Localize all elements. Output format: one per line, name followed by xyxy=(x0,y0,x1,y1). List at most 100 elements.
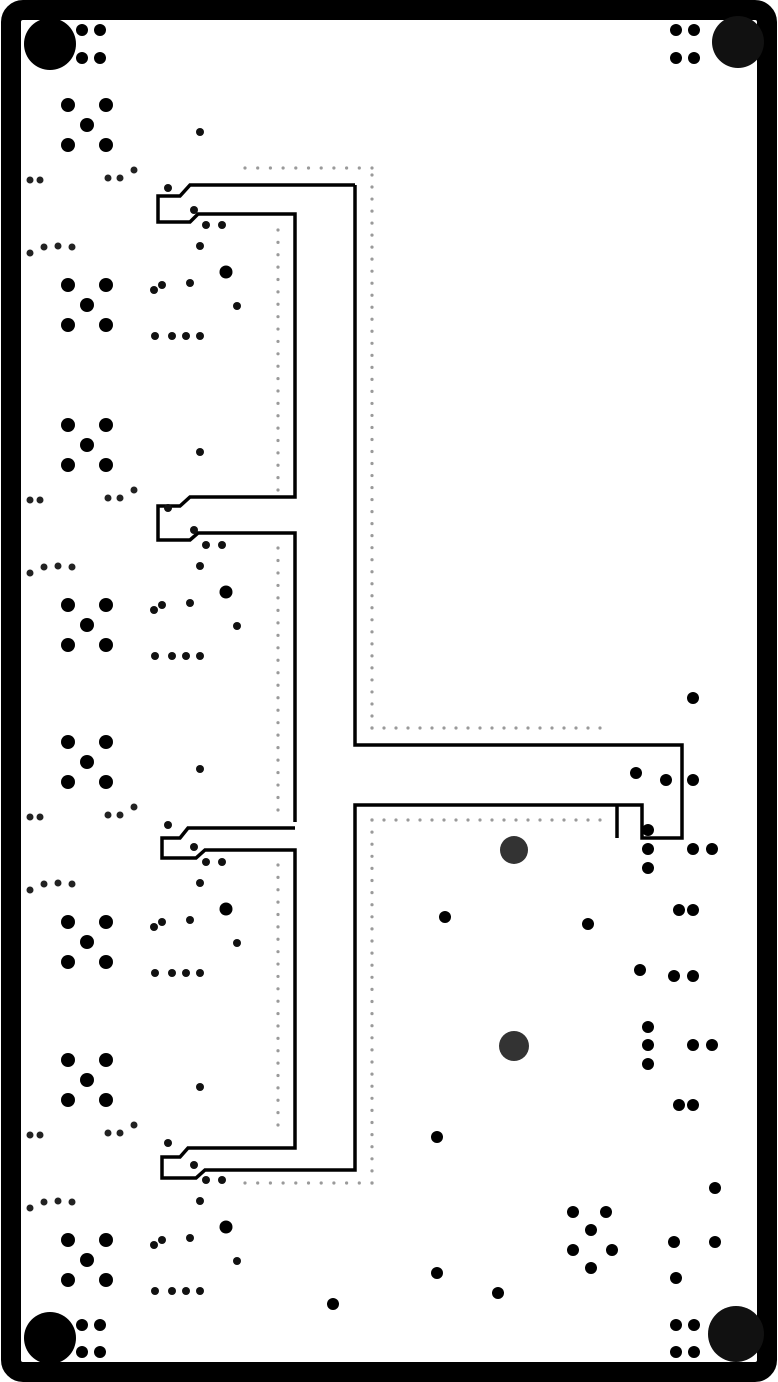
stitch-via xyxy=(418,726,422,730)
signal-via xyxy=(54,1197,62,1205)
corner-via xyxy=(94,1346,106,1358)
stitch-via xyxy=(370,714,374,718)
ground-via xyxy=(61,598,75,612)
stitch-via xyxy=(370,1024,374,1028)
stitch-via xyxy=(306,1181,311,1185)
ground-via xyxy=(61,915,75,929)
stitch-via xyxy=(319,1181,323,1185)
ground-via xyxy=(99,138,113,152)
stitch-via xyxy=(276,240,280,244)
stitch-via xyxy=(276,888,280,892)
ground-via xyxy=(99,418,113,432)
stitch-via xyxy=(574,818,578,822)
stitch-via xyxy=(370,702,374,706)
stitch-via xyxy=(370,185,374,189)
component-pad-large xyxy=(219,902,233,916)
component-pad xyxy=(642,1058,654,1070)
corner-via xyxy=(670,52,682,64)
stitch-via xyxy=(370,257,374,261)
stitch-via xyxy=(370,558,374,562)
component-pad xyxy=(151,652,159,660)
stitch-via xyxy=(276,438,280,443)
stitch-via xyxy=(256,1181,260,1185)
stitch-via xyxy=(276,1036,280,1040)
component-pad-large xyxy=(219,585,233,599)
stitch-via xyxy=(276,1111,280,1115)
corner-via xyxy=(94,52,106,64)
component-pad xyxy=(673,1099,685,1111)
stitch-via xyxy=(370,878,374,883)
stitch-via xyxy=(276,770,280,775)
stitch-via xyxy=(370,293,374,297)
stitch-via xyxy=(370,818,374,822)
stitch-via xyxy=(370,473,374,478)
ground-via xyxy=(61,955,75,969)
stitch-via xyxy=(276,228,280,232)
corner-via xyxy=(94,24,106,36)
stitch-via xyxy=(276,696,280,700)
stitch-via xyxy=(276,277,280,282)
ground-via xyxy=(80,618,94,632)
stitch-via xyxy=(370,1108,374,1112)
component-pad xyxy=(202,1176,210,1184)
component-pad xyxy=(186,599,194,607)
stitch-via xyxy=(598,726,602,730)
component-pad xyxy=(606,1244,618,1256)
stitch-via xyxy=(276,621,280,625)
ground-via xyxy=(61,1053,75,1067)
stitch-via xyxy=(574,726,578,730)
component-pad xyxy=(150,1241,158,1249)
stitch-via xyxy=(276,937,280,941)
ground-via xyxy=(61,1273,75,1287)
component-pad xyxy=(164,1139,172,1147)
stitch-via xyxy=(370,866,374,871)
stitch-via xyxy=(276,1061,280,1065)
ground-via xyxy=(80,935,94,949)
stitch-via xyxy=(370,1157,374,1161)
stitch-via xyxy=(276,733,280,737)
stitch-via xyxy=(276,999,280,1003)
stitch-via xyxy=(370,987,374,992)
stitch-via xyxy=(276,339,280,344)
stitch-via xyxy=(370,594,374,598)
component-pad xyxy=(196,1083,204,1091)
stitch-via xyxy=(454,726,458,730)
stitch-via xyxy=(370,353,374,357)
component-pad xyxy=(151,332,159,340)
stitch-via xyxy=(276,463,280,467)
component-pad xyxy=(150,286,158,294)
stitch-via xyxy=(442,726,446,730)
component-pad-large xyxy=(219,1220,233,1234)
stitch-via xyxy=(370,425,374,430)
stitch-via xyxy=(370,485,374,490)
stitch-via xyxy=(276,962,280,966)
stitch-via xyxy=(370,1096,374,1100)
component-pad xyxy=(150,923,158,931)
component-pad xyxy=(196,1197,204,1205)
stitch-via xyxy=(370,197,374,201)
ground-via xyxy=(80,438,94,452)
stitch-via xyxy=(586,818,590,822)
stitch-via xyxy=(370,1133,374,1137)
stitch-via xyxy=(394,818,398,822)
stitch-via xyxy=(276,315,280,319)
stitch-via xyxy=(276,364,280,368)
stitch-via xyxy=(370,497,374,502)
stitch-via xyxy=(538,818,542,822)
stitch-via xyxy=(276,646,280,650)
component-pad xyxy=(492,1287,504,1299)
stitch-via xyxy=(276,795,280,800)
stitch-via xyxy=(370,510,374,514)
stitch-via xyxy=(276,389,280,393)
stitch-via xyxy=(306,166,311,170)
stitch-via xyxy=(276,1086,280,1090)
signal-via xyxy=(116,494,124,502)
component-pad xyxy=(196,562,204,570)
stitch-via xyxy=(370,630,374,634)
component-pad xyxy=(233,939,241,947)
stitch-via xyxy=(370,245,374,249)
signal-via xyxy=(130,166,138,174)
stitch-via xyxy=(276,683,280,687)
stitch-via xyxy=(276,290,280,294)
stitch-via xyxy=(502,818,506,822)
